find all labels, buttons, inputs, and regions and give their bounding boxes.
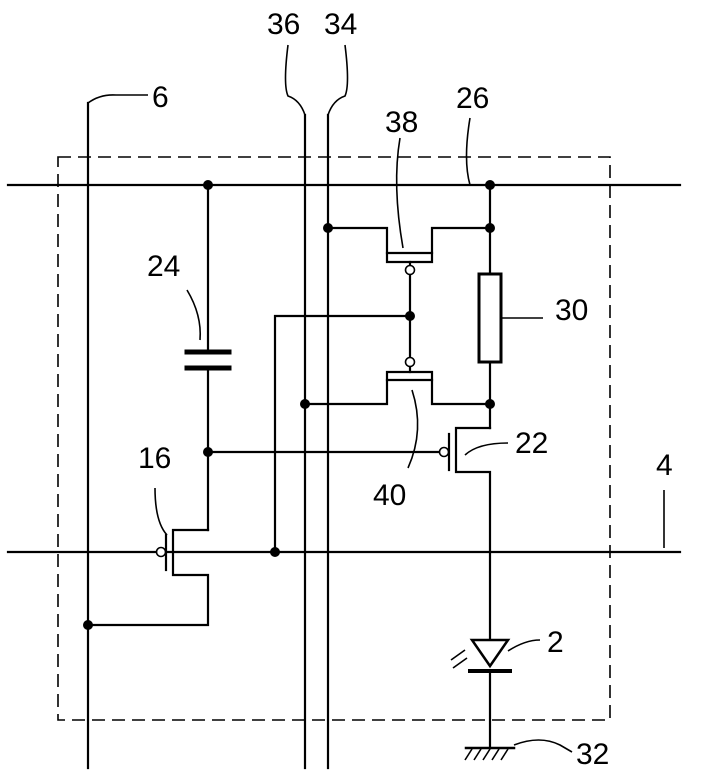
led-2-triangle	[472, 640, 508, 666]
led-emission-arrow-1	[451, 650, 465, 660]
label-40: 40	[373, 479, 406, 512]
label-36: 36	[267, 8, 300, 41]
resistor-30	[479, 274, 501, 362]
label-24: 24	[147, 250, 180, 283]
leader-lines	[88, 45, 664, 752]
ground-symbol	[465, 748, 514, 760]
label-6: 6	[152, 81, 169, 114]
led-emission-arrow-2	[453, 658, 467, 668]
transistor-38	[328, 228, 490, 262]
transistor-40-gate-bubble	[406, 358, 415, 367]
transistor-22-gate-bubble	[440, 448, 449, 457]
label-32: 32	[576, 738, 609, 771]
scan-to-mid-wire	[275, 316, 410, 552]
label-16: 16	[138, 442, 171, 475]
label-34: 34	[324, 8, 357, 41]
transistor-16	[88, 530, 208, 625]
transistor-22	[456, 428, 490, 638]
label-2: 2	[547, 626, 564, 659]
transistor-40	[305, 372, 490, 404]
label-38: 38	[385, 106, 418, 139]
transistor-38-gate-bubble	[406, 266, 415, 275]
label-30: 30	[555, 294, 588, 327]
label-26: 26	[456, 82, 489, 115]
transistor-16-gate-bubble	[157, 548, 166, 557]
label-22: 22	[515, 427, 548, 460]
label-4: 4	[656, 449, 673, 482]
